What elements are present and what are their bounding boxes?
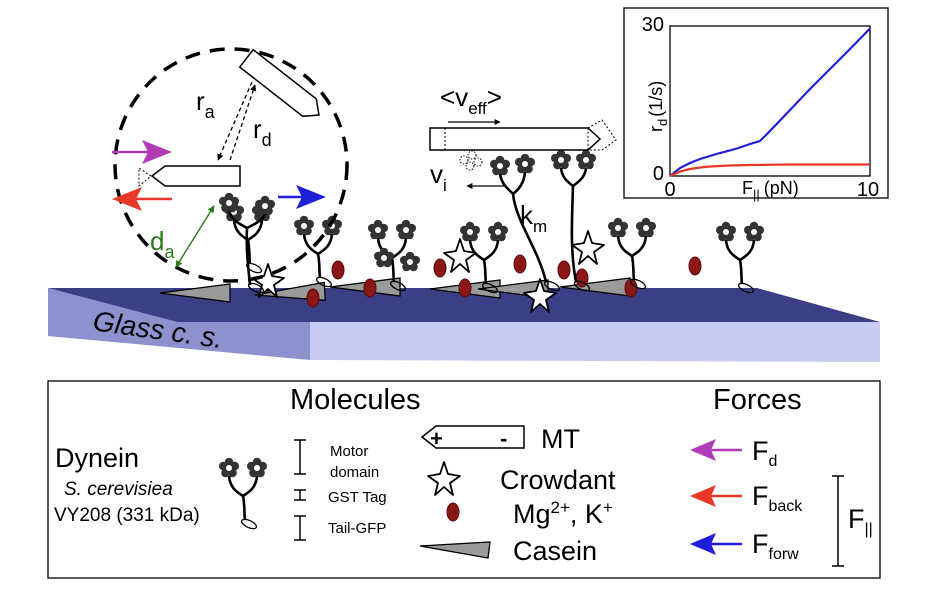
molecules-heading: Molecules [290, 384, 421, 416]
legend-arrow-f-back [690, 485, 742, 507]
mt-plus: + [430, 426, 443, 451]
f-par-label: F|| [848, 504, 873, 538]
dynein-name: Dynein [55, 443, 139, 473]
glass-coverslip: Glass c. s. [48, 288, 880, 362]
legend-box: Molecules Forces Dynein S. cerevisiea VY… [47, 380, 881, 579]
casein-label: Casein [513, 536, 597, 566]
inset-series-line-1 [669, 163, 870, 178]
inset-series-line-0 [669, 27, 871, 177]
f-back-label: Fback [752, 481, 803, 515]
f-d-label: Fd [752, 436, 777, 470]
v-eff-label: <veff> [440, 82, 502, 118]
gliding-microtubule [429, 119, 617, 151]
r-a-arrow [217, 81, 253, 161]
ghost-dynein [459, 150, 483, 171]
motor-domain-line1: Motor [330, 443, 368, 460]
forces-heading: Forces [713, 384, 802, 416]
dynein-species: S. cerevisiea [64, 479, 173, 500]
f-par-bracket [832, 475, 844, 567]
r-d-arrow [229, 84, 257, 161]
r-a-label: ra [196, 86, 216, 122]
k-m-label: km [520, 200, 547, 236]
mt-label: MT [541, 424, 580, 454]
detached-microtubule [238, 48, 320, 118]
f-forw-label: Fforw [752, 529, 799, 563]
force-arrow-d [112, 140, 172, 164]
y-axis-label: rd(1/s) [646, 81, 670, 132]
d-a-label: da [150, 226, 175, 262]
inset-series [669, 27, 871, 178]
tail-gfp-label: Tail-GFP [328, 520, 386, 537]
ions-label: Mg2+, K+ [513, 498, 613, 529]
x-axis-label: F||(pN) [742, 178, 799, 202]
force-arrow-back [112, 187, 172, 211]
legend-ion-icon [446, 502, 460, 522]
force-arrow-forw [278, 185, 326, 209]
v-i-label: vi [430, 159, 447, 195]
x-tick-max: 10 [857, 179, 879, 201]
mt-minus: - [500, 426, 507, 451]
y-tick-max: 30 [642, 14, 664, 36]
legend-brackets [294, 439, 306, 541]
motor-domain-line2: domain [330, 464, 379, 481]
legend-casein-icon [419, 541, 491, 559]
gst-tag-label: GST Tag [328, 489, 387, 506]
attached-microtubule [138, 165, 241, 188]
legend-mt-icon [420, 425, 525, 449]
x-tick-min: 0 [664, 179, 675, 201]
legend-arrow-f-forw [690, 533, 742, 555]
inset-frame [623, 7, 889, 199]
attachment-radius-circle [113, 47, 349, 283]
crowdant-label: Crowdant [500, 465, 616, 495]
dynein-strain: VY208 (331 kDa) [54, 505, 200, 526]
y-tick-min: 0 [653, 163, 664, 185]
r-d-label: rd [253, 114, 272, 150]
legend-arrow-f-d [690, 439, 742, 461]
inset-chart: 30 0 0 10 rd(1/s) F||(pN) [623, 7, 889, 202]
d-a-arrow [175, 205, 215, 268]
inset-plot-area [669, 25, 871, 177]
